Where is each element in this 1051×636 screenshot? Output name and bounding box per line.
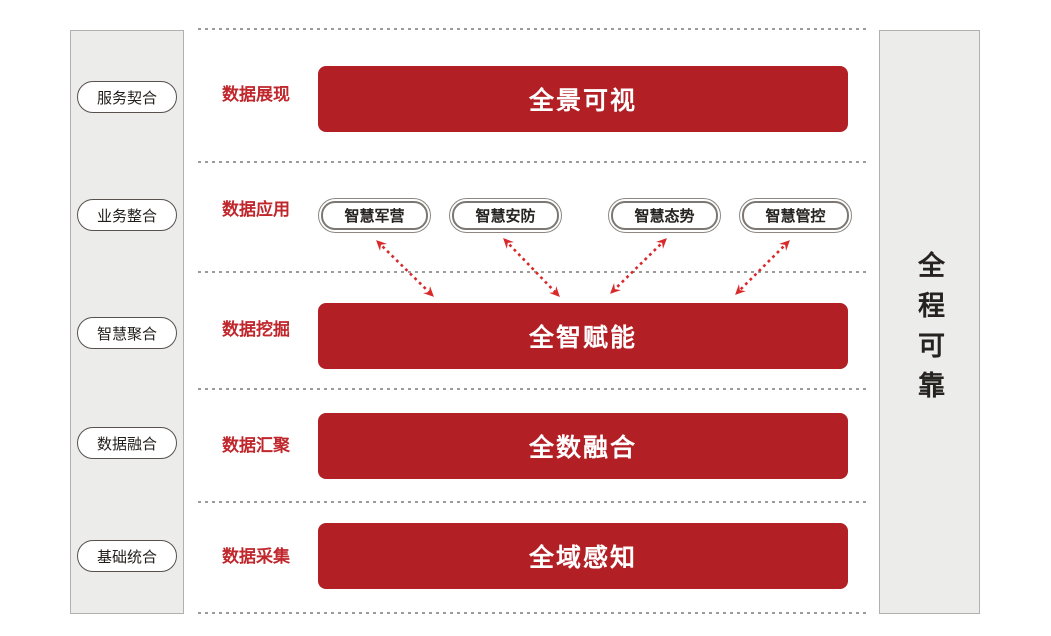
- app-pill-label: 智慧安防: [452, 201, 559, 230]
- dotted-divider: [198, 388, 866, 390]
- layer-bar-full-domain-sensing: 全域感知: [318, 523, 848, 589]
- layer-bar-panoramic-visibility: 全景可视: [318, 66, 848, 132]
- app-pill-label: 智慧军营: [321, 201, 428, 230]
- right-panel-caption: 全程可靠: [914, 251, 944, 411]
- sidebar-pill-business-integration: 业务整合: [77, 199, 177, 231]
- app-pill-smart-security: 智慧安防: [449, 198, 562, 233]
- layer-bar-full-intelligence: 全智赋能: [318, 303, 848, 369]
- app-pill-label: 智慧管控: [742, 201, 849, 230]
- layer-bar-label: 全智赋能: [528, 324, 637, 352]
- dotted-divider: [198, 28, 866, 30]
- layer-bar-label: 全域感知: [528, 544, 637, 572]
- layer-bar-full-data-fusion: 全数融合: [318, 413, 848, 479]
- sidebar-pill-label: 智慧聚合: [96, 325, 157, 343]
- sidebar-pill-basic-unification: 基础统合: [77, 540, 177, 572]
- arrow-smart-security: [503, 238, 560, 297]
- sidebar-pill-data-fusion: 数据融合: [77, 427, 177, 459]
- sidebar-pill-service-fit: 服务契合: [77, 81, 177, 113]
- row-label-data-mining: 数据挖掘: [222, 320, 290, 339]
- dotted-divider: [198, 612, 866, 614]
- sidebar-pill-label: 服务契合: [96, 89, 157, 107]
- arrows-layer: [376, 238, 790, 297]
- row-label-data-collection: 数据采集: [222, 547, 290, 566]
- sidebar-pill-smart-aggregation: 智慧聚合: [77, 317, 177, 349]
- dotted-divider: [198, 161, 866, 163]
- arrow-smart-control: [735, 240, 790, 295]
- arrow-smart-situation: [610, 238, 667, 294]
- app-pill-label: 智慧态势: [611, 201, 718, 230]
- layer-bar-label: 全景可视: [528, 87, 637, 115]
- app-pill-smart-barracks: 智慧军营: [318, 198, 431, 233]
- row-label-data-application: 数据应用: [222, 200, 290, 219]
- sidebar-pill-label: 业务整合: [96, 207, 157, 225]
- row-label-data-convergence: 数据汇聚: [222, 436, 290, 455]
- app-pill-smart-situation: 智慧态势: [608, 198, 721, 233]
- row-label-data-presentation: 数据展现: [222, 85, 290, 104]
- app-pill-smart-control: 智慧管控: [739, 198, 852, 233]
- left-panel: 服务契合 业务整合 智慧聚合 数据融合 基础统合: [70, 30, 184, 614]
- sidebar-pill-label: 数据融合: [96, 435, 157, 453]
- arrow-smart-barracks: [376, 240, 434, 297]
- dotted-divider: [198, 501, 866, 503]
- layer-bar-label: 全数融合: [528, 434, 637, 462]
- sidebar-pill-label: 基础统合: [96, 548, 157, 566]
- right-panel: 全程可靠: [879, 30, 980, 614]
